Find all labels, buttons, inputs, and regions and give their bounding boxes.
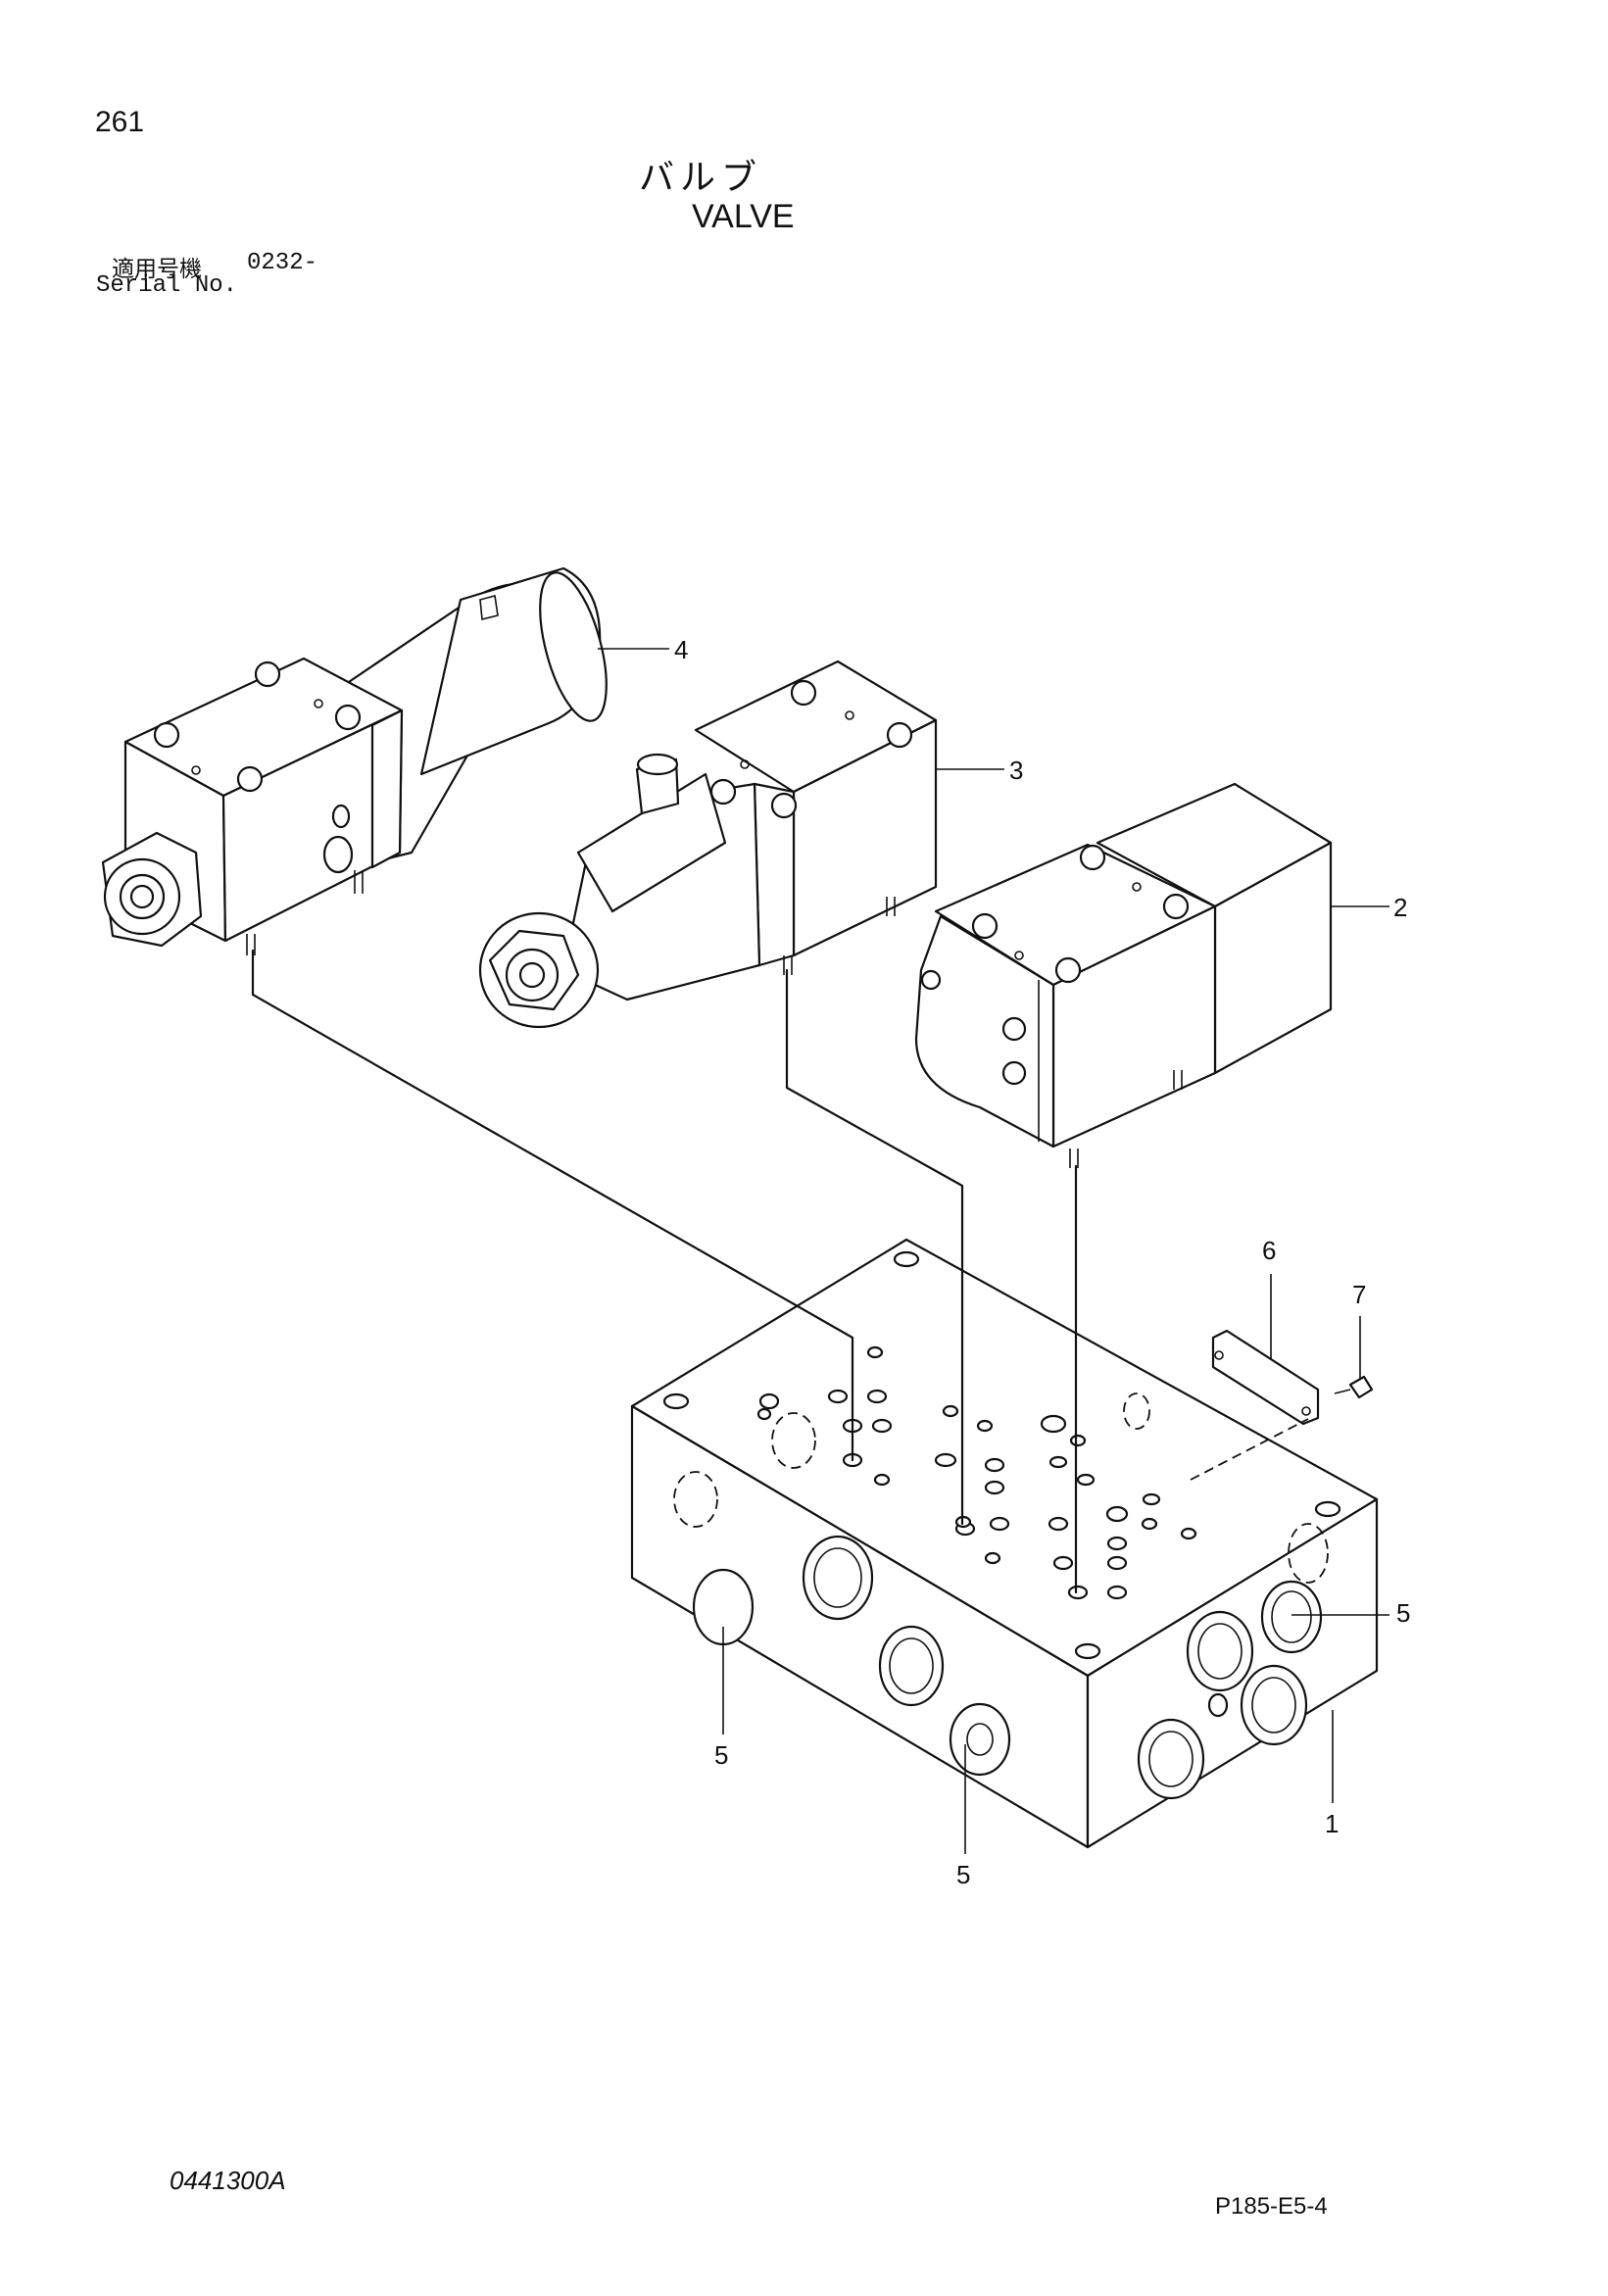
assembly-lines — [251, 949, 1309, 1594]
callout-4: 4 — [674, 635, 688, 664]
page-reference: P185-E5-4 — [1215, 2193, 1328, 2220]
valve-part-4 — [101, 566, 608, 955]
callout-5-left: 5 — [714, 1740, 728, 1770]
callout-7: 7 — [1352, 1280, 1366, 1309]
manifold-block-part-1 — [630, 1238, 1379, 1849]
serial-label-japanese: 適用号機 — [112, 257, 202, 282]
page-number: 261 — [95, 106, 145, 138]
title-japanese: バルブ — [639, 158, 763, 198]
title-english: VALVE — [692, 198, 795, 235]
callouts: 4 3 2 6 7 5 5 5 1 — [598, 635, 1410, 1889]
callout-3: 3 — [1009, 756, 1023, 785]
document-code: 0441300A — [170, 2166, 286, 2195]
callout-2: 2 — [1393, 893, 1407, 922]
serial-number: 0232- — [247, 250, 318, 276]
plate-part-6 — [1211, 1329, 1320, 1426]
callout-1: 1 — [1325, 1809, 1339, 1838]
valve-part-3 — [478, 659, 938, 1029]
valve-part-2 — [914, 782, 1333, 1168]
callout-6: 6 — [1262, 1236, 1276, 1265]
screw-part-7 — [1334, 1375, 1374, 1399]
callout-5-bottom: 5 — [956, 1860, 970, 1889]
serial-label-english: Serial No. — [96, 272, 238, 299]
callout-5-right: 5 — [1396, 1598, 1410, 1628]
